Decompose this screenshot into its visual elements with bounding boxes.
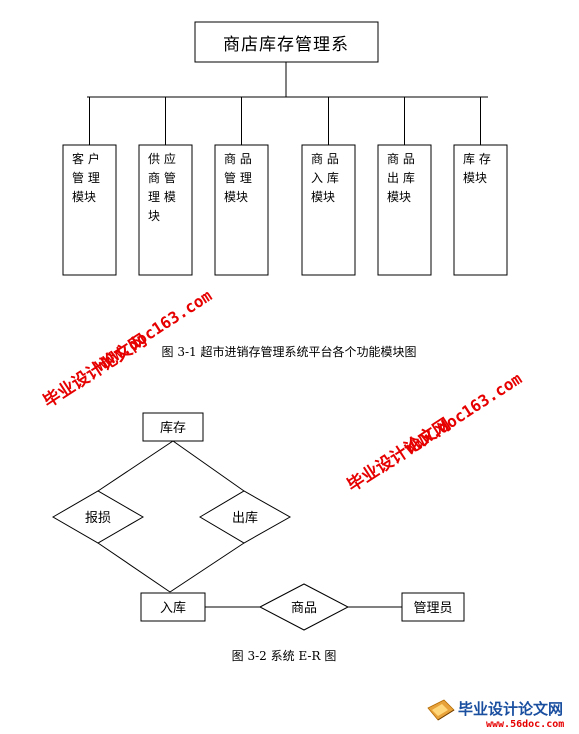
er-line xyxy=(97,440,174,492)
watermark-2-url-text: WWW.doc163.com xyxy=(402,369,526,459)
er-diagram: 库存 报损 出库 入库 商品 管理员 图 3-2 系统 E-R 图 xyxy=(52,412,465,663)
module-label-line: 客 户 xyxy=(72,151,100,166)
relation-goods xyxy=(258,583,350,631)
module-box xyxy=(62,144,117,276)
root-box xyxy=(194,21,379,63)
relation-goods-label: 商品 xyxy=(291,601,317,616)
module-box xyxy=(301,144,356,276)
module-label-line: 理 模 xyxy=(148,190,176,204)
logo-name: 毕业设计论文网 xyxy=(458,700,563,718)
entity-admin xyxy=(401,592,465,622)
er-line xyxy=(97,542,171,593)
module-label-line: 商 品 xyxy=(224,151,252,166)
entity-stock-in-label: 入库 xyxy=(160,600,186,616)
module-label-line: 模块 xyxy=(387,190,411,204)
module-label-line: 管 理 xyxy=(72,170,100,185)
entity-admin-label: 管理员 xyxy=(413,601,452,616)
er-line xyxy=(172,440,245,492)
entity-stock-in xyxy=(140,592,206,622)
logo-url: www.56doc.com xyxy=(486,719,564,730)
er-line xyxy=(169,542,245,593)
site-logo: 毕业设计论文网 www.56doc.com xyxy=(427,699,564,730)
module-label-line: 商 品 xyxy=(311,151,339,166)
logo-emblem-icon xyxy=(427,699,455,721)
relation-out-label: 出库 xyxy=(232,510,258,526)
module-label-line: 商 管 xyxy=(148,170,176,185)
caption-fig-3-1: 图 3-1 超市进销存管理系统平台各个功能模块图 xyxy=(162,344,417,359)
relation-out xyxy=(199,490,292,544)
relation-loss xyxy=(52,490,144,544)
module-label-line: 块 xyxy=(148,209,160,223)
module-label-line: 模块 xyxy=(311,190,335,204)
module-label-line: 管 理 xyxy=(224,170,252,185)
module-label-line: 入 库 xyxy=(311,170,339,185)
module-label-line: 商 品 xyxy=(387,151,415,166)
root-label: 商店库存管理系 xyxy=(223,35,349,55)
module-box xyxy=(138,144,193,276)
module-box xyxy=(453,144,508,276)
module-label-line: 模块 xyxy=(224,190,248,204)
relation-loss-label: 报损 xyxy=(85,511,111,526)
caption-fig-3-2: 图 3-2 系统 E-R 图 xyxy=(232,649,337,663)
module-box xyxy=(377,144,432,276)
watermark-2-url: WWW.doc163.com xyxy=(402,369,526,459)
module-label-line: 供 应 xyxy=(148,151,176,166)
watermark-1-url: WWW.doc163.com xyxy=(92,286,216,376)
module-label-line: 模块 xyxy=(72,190,96,204)
module-box xyxy=(214,144,269,276)
module-label-line: 模块 xyxy=(463,171,487,185)
module-label-line: 库 存 xyxy=(463,151,491,166)
module-label-line: 出 库 xyxy=(387,170,415,185)
watermark-1-url-text: WWW.doc163.com xyxy=(92,286,216,376)
entity-inventory xyxy=(142,412,204,442)
entity-inventory-label: 库存 xyxy=(160,420,186,436)
